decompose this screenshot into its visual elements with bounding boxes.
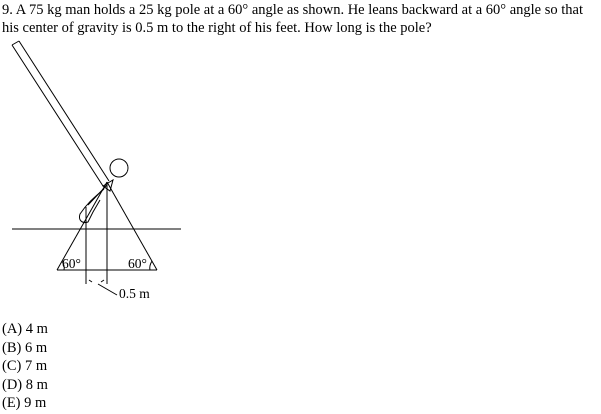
choice-e: (E) 9 m xyxy=(2,395,47,411)
angle-arc-left xyxy=(61,260,65,271)
head-icon xyxy=(109,158,129,178)
choice-a: (A) 4 m xyxy=(2,321,48,337)
angle-right-label: 60° xyxy=(128,256,147,271)
choice-d: (D) 8 m xyxy=(2,376,48,393)
pole xyxy=(11,40,110,187)
choice-c: (C) 7 m xyxy=(2,358,48,374)
answer-choices: (A) 4 m (B) 6 m (C) 7 m (D) 8 m (E) 9 m xyxy=(2,320,48,413)
choice-b: (B) 6 m xyxy=(2,339,48,356)
question-text: 9. A 75 kg man holds a 25 kg pole at a 6… xyxy=(2,2,583,36)
angle-left-label: 60° xyxy=(62,256,81,271)
distance-label: 0.5 m xyxy=(119,286,150,301)
angle-arc-right xyxy=(149,260,153,271)
distance-arrows xyxy=(88,279,118,296)
